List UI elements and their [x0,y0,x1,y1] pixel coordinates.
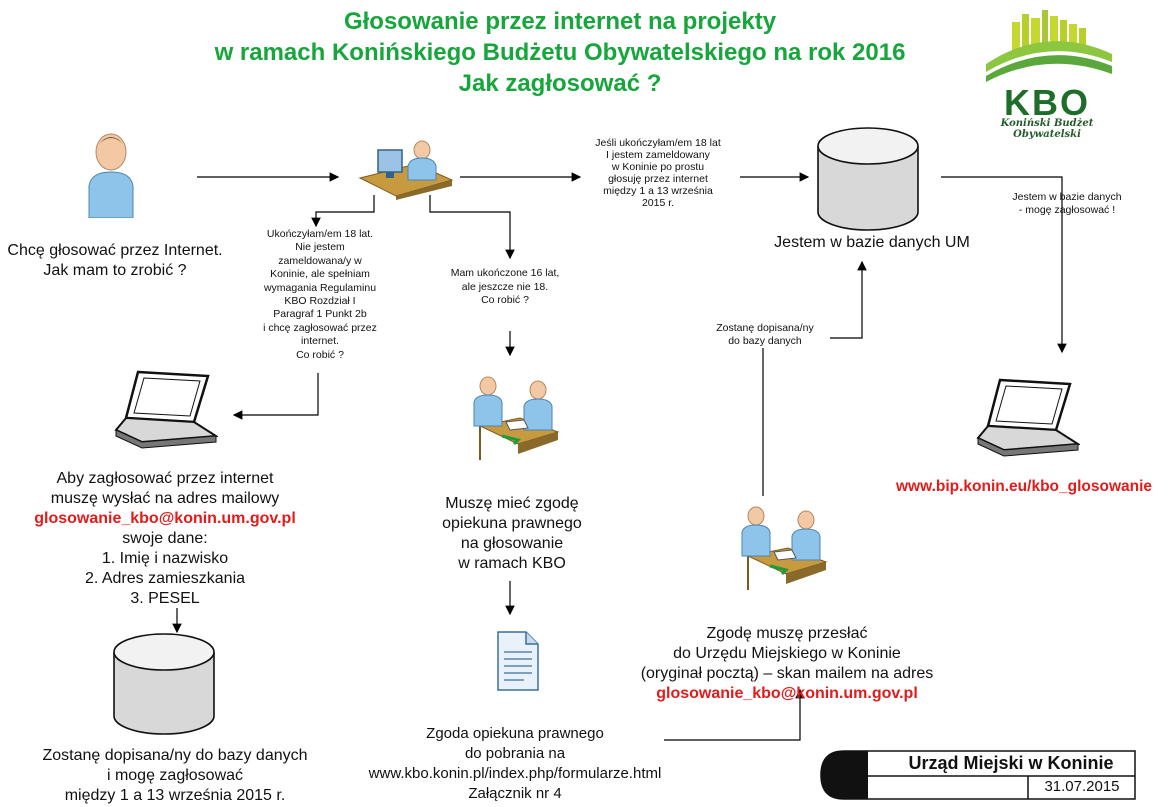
voting-email-link[interactable]: glosowanie_kbo@konin.um.gov.pl [34,510,296,527]
stamp-office-name: Urząd Miejski w Koninie [908,753,1114,773]
will-added-line: Zostanę dopisana/ny [716,322,814,334]
person-icon [88,133,134,218]
logo-caption: Koniński Budżet Obywatelski [1000,118,1094,140]
meeting-icon [473,376,560,460]
download-line: Zgoda opiekuna prawnego [426,725,604,742]
database-icon [113,633,215,735]
consent-line: w ramach KBO [458,555,566,572]
document-icon [497,631,539,691]
branch-in-db-line: - mogę zagłosować ! [1018,204,1116,216]
diagram-title: Głosowanie przez internet na projekty w … [0,6,1120,99]
branch-notreg-line: wymagania Regulaminu [263,281,377,294]
branch-in-db: Jestem w bazie danych - mogę zagłosować … [992,191,1142,217]
consent-line: opiekuna prawnego [442,515,582,532]
will-added-line: do bazy danych [728,335,802,347]
branch-16-line: Mam ukończone 16 lat, [450,267,560,279]
laptop-icon [114,370,218,449]
branch-notreg-line: i chcę zagłosować przez [263,321,377,334]
added-db-line: między 1 a 13 września 2015 r. [64,787,286,804]
branch-18-line: 2015 r. [641,197,675,209]
laptop-icon [976,378,1080,457]
branch-notreg-line: Paragraf 1 Punkt 2b [273,308,367,321]
database-um-label: Jestem w bazie danych UM [774,234,970,251]
required-data-item: 1. Imię i nazwisko [101,550,229,567]
email-instr-line: Aby zagłosować przez internet [56,470,274,487]
city-skyline-icon [1012,10,1086,50]
stamp-date: 31.07.2015 [1044,778,1120,795]
database-icon [817,127,919,231]
office-stamp [820,750,1136,800]
kbo-logo: KBO [986,10,1112,122]
branch-notreg-line: KBO Rozdział I [284,295,356,308]
title-line-1: Głosowanie przez internet na projekty [343,8,777,35]
send-line: Zgodę muszę przesłać [706,625,868,642]
logo-letters: KBO [1004,82,1090,122]
branch-notreg-line: internet. [301,335,339,348]
branch-18-not-registered: Ukończyłam/em 18 lat. Nie jestem zameldo… [262,228,378,362]
email-instr-line: muszę wysłać na adres mailowy [50,490,280,507]
form-download-link[interactable]: www.kbo.konin.pl/index.php/formularze.ht… [368,765,662,782]
will-be-added: Zostanę dopisana/ny do bazy danych [700,322,830,348]
branch-notreg-line: Co robić ? [296,348,344,361]
branch-18-line: między 1 a 13 września [603,185,713,197]
title-line-2: w ramach Konińskiego Budżetu Obywatelski… [214,39,906,66]
branch-18-line: głosuję przez internet [608,173,708,185]
office-worker-icon [358,140,454,200]
start-question: Chcę głosować przez Internet. Jak mam to… [0,241,230,281]
branch-18-line: w Koninie po prostu [611,161,705,173]
consent-download: Zgoda opiekuna prawnego do pobrania na w… [340,724,690,804]
arrow-db-to-laptop-right [941,176,1067,354]
added-to-db: Zostanę dopisana/ny do bazy danych i mog… [10,746,340,806]
branch-18-line: Jeśli ukończyłam/em 18 lat [595,137,721,149]
arrow-send-to-db [762,260,867,496]
consent-line: na głosowanie [460,535,564,552]
meeting-icon [741,506,828,590]
branch-notreg-line: zameldowana/y w [278,254,362,267]
download-line: Załącznik nr 4 [468,785,562,802]
arrow-notregistered-to-laptop [232,373,319,420]
branch-16-line: ale jeszcze nie 18. [461,280,549,293]
branch-notreg-line: Nie jestem [295,241,345,254]
arrow-office-to-notregistered [311,195,375,228]
title-line-3: Jak zagłosować ? [458,70,662,97]
send-line: do Urzędu Miejskiego w Koninie [673,645,901,662]
branch-16-line: Co robić ? [481,294,529,306]
added-db-line: i mogę zagłosować [106,767,244,784]
start-line-1: Chcę głosować przez Internet. [7,242,223,259]
branch-16: Mam ukończone 16 lat, ale jeszcze nie 18… [440,267,570,308]
guardian-consent: Muszę mieć zgodę opiekuna prawnego na gł… [392,494,632,574]
download-line: do pobrania na [464,745,566,762]
arrow-office-to-16 [429,195,515,260]
start-line-2: Jak mam to zrobić ? [43,262,187,279]
required-data-item: 3. PESEL [130,590,200,607]
consent-line: Muszę mieć zgodę [445,495,579,512]
branch-notreg-line: Ukończyłam/em 18 lat. [266,228,374,240]
branch-18-line: I jestem zameldowany [606,149,710,161]
email-instr-line: swoje dane: [122,530,208,547]
branch-notreg-line: Koninie, ale spełniam [270,268,370,281]
send-consent: Zgodę muszę przesłać do Urzędu Miejskieg… [612,624,962,704]
email-instructions: Aby zagłosować przez internet muszę wysł… [10,469,320,609]
added-db-line: Zostanę dopisana/ny do bazy danych [42,747,308,764]
consent-email-link[interactable]: glosowanie_kbo@konin.um.gov.pl [656,685,918,702]
send-line: (oryginał pocztą) – skan mailem na adres [640,665,934,682]
required-data-item: 2. Adres zamieszkania [84,570,246,587]
branch-in-db-line: Jestem w bazie danych [1012,191,1122,203]
bip-voting-link[interactable]: www.bip.konin.eu/kbo_glosowanie [895,478,1153,495]
arrow-download-to-send [664,688,805,741]
branch-18-registered: Jeśli ukończyłam/em 18 lat I jestem zame… [572,137,744,209]
